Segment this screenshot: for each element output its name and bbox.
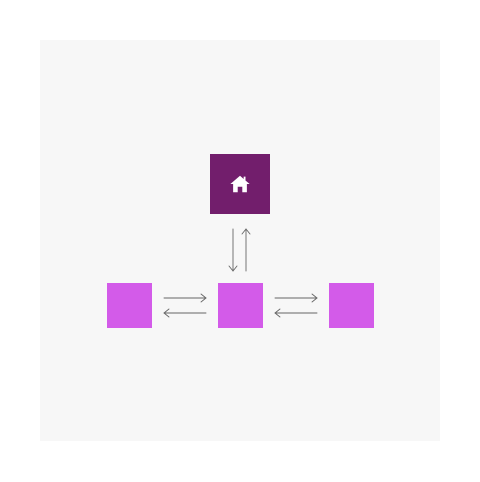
leaf-node-center[interactable]: [218, 283, 263, 328]
leaf-node-left[interactable]: [107, 283, 152, 328]
leaf-node-right[interactable]: [329, 283, 374, 328]
home-icon: [230, 175, 250, 193]
diagram-canvas: [40, 40, 440, 441]
home-node[interactable]: [210, 154, 270, 214]
